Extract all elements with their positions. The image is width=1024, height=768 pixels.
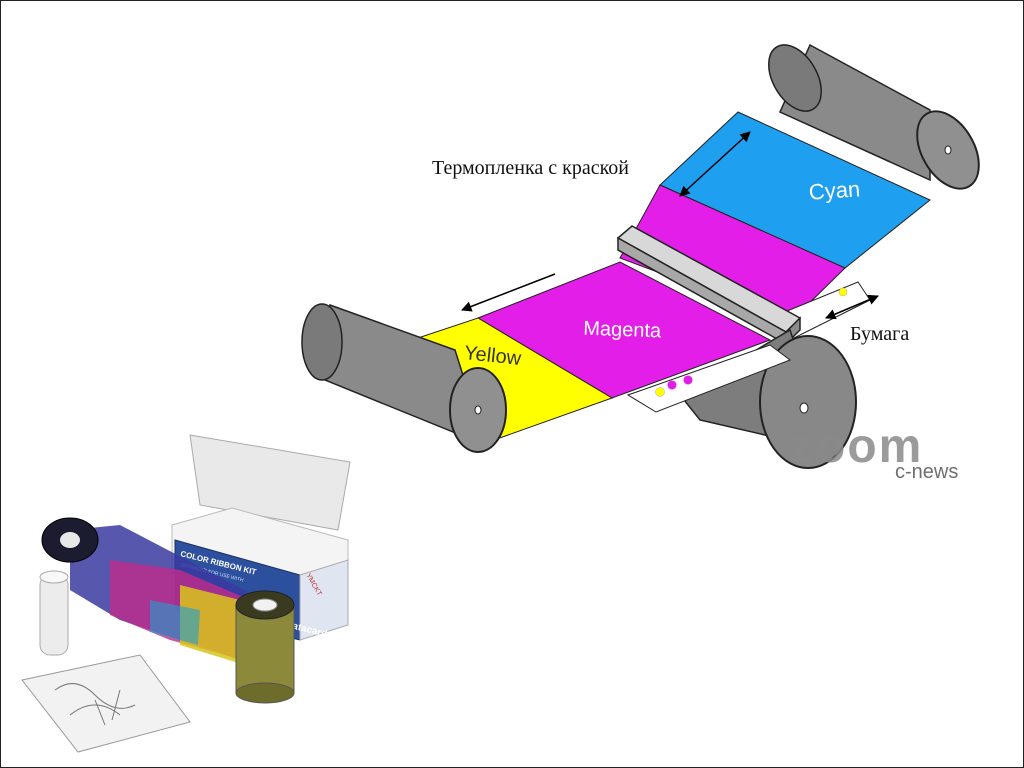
- ribbon-arrow-left: [461, 273, 556, 312]
- magenta-label: Magenta: [583, 318, 662, 343]
- ribbon-kit-photo: COLOR RIBBON KIT OPTIMIZED FOR USE WITH …: [21, 434, 351, 753]
- supply-roller: [768, 43, 980, 190]
- paper-label: Бумага: [850, 323, 909, 345]
- logo-text-main: zoom: [790, 420, 923, 473]
- logo-text-sub: c-news: [895, 461, 958, 483]
- paper-arrow: [825, 294, 879, 320]
- paper-sheet-lower: [626, 344, 792, 413]
- ribbon-label: Термопленка с краской: [432, 157, 629, 179]
- zoom-cnews-logo: zoom c-news: [790, 420, 958, 483]
- ribbon-arrow-top: [679, 131, 751, 197]
- platen-roller: [678, 328, 857, 469]
- take-up-roller: [301, 303, 507, 453]
- cyan-label: Cyan: [808, 176, 861, 205]
